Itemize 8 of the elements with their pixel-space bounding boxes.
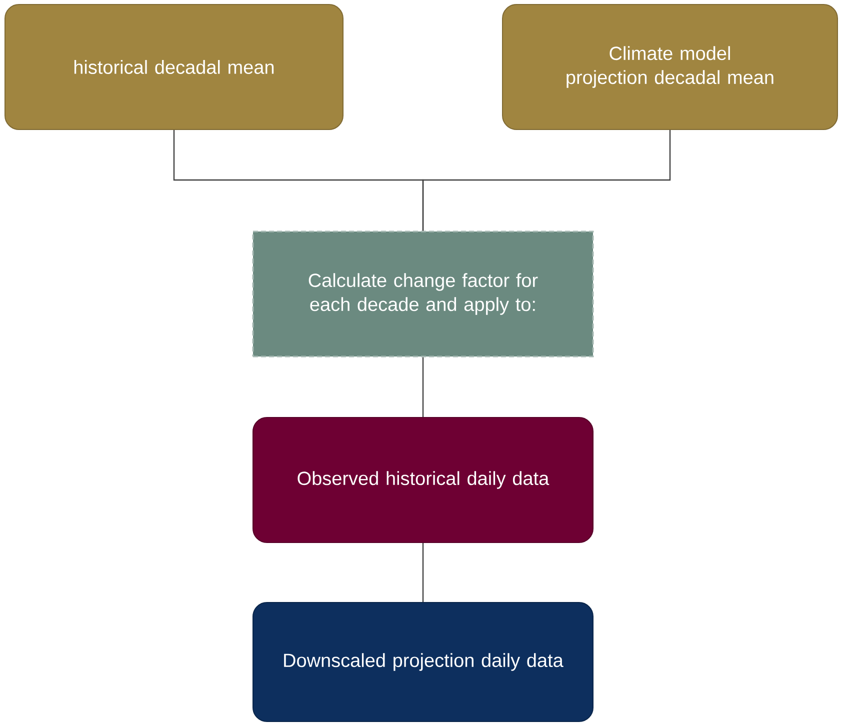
process-box: Climate model projection decadal mean: [502, 4, 838, 130]
process-box: Calculate change factor for each decade and apply to:: [252, 230, 594, 358]
connector-line: [422, 357, 424, 417]
process-box: historical decadal mean: [4, 4, 344, 130]
connector-line: [422, 130, 671, 231]
process-box: Observed historical daily data: [252, 417, 594, 543]
process-box: Downscaled projection daily data: [252, 602, 594, 722]
connector-line: [422, 543, 424, 602]
